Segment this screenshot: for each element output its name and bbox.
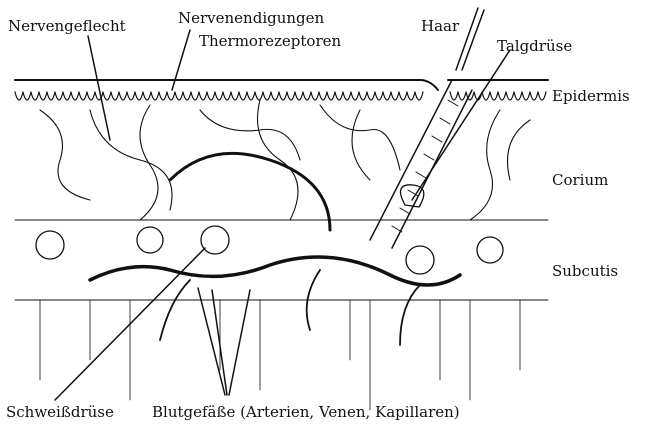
sweat-gland-coil-3 — [201, 226, 229, 254]
leader-nervengeflecht — [88, 36, 110, 140]
epidermis-papillae — [15, 92, 423, 100]
epidermis-papillae-right — [450, 92, 546, 100]
label-epidermis: Epidermis — [552, 88, 630, 104]
leader-blutgefaesse-3 — [229, 290, 250, 395]
label-thermorezeptoren: Thermorezeptoren — [199, 33, 341, 49]
nerve-network — [40, 100, 530, 220]
leader-blutgefaesse-1 — [198, 288, 225, 395]
sweat-gland-coil-5 — [477, 237, 503, 263]
hair-follicle-hatch — [392, 100, 458, 232]
label-subcutis: Subcutis — [552, 263, 618, 279]
sweat-gland-coil-2 — [137, 227, 163, 253]
vessel-branches — [160, 270, 420, 345]
sweat-gland-coil-1 — [36, 231, 64, 259]
label-blutgefaesse: Blutgefäße (Arterien, Venen, Kapillaren) — [152, 404, 460, 420]
label-nervengeflecht: Nervengeflecht — [8, 18, 126, 34]
subcutis-vessels — [90, 257, 460, 285]
label-haar: Haar — [421, 18, 459, 34]
leader-talgdruese — [412, 50, 510, 200]
label-schweissdruese: Schweißdrüse — [6, 404, 114, 420]
label-corium: Corium — [552, 172, 608, 188]
hair-shaft — [456, 8, 484, 70]
leader-blutgefaesse-2 — [212, 290, 227, 395]
blood-vessel-loop — [170, 153, 330, 230]
label-nervenendigungen: Nervenendigungen — [178, 10, 324, 26]
sweat-gland-coil-4 — [406, 246, 434, 274]
label-talgdruese: Talgdrüse — [497, 38, 572, 54]
deep-fibers — [40, 300, 520, 410]
skin-surface — [15, 80, 548, 90]
